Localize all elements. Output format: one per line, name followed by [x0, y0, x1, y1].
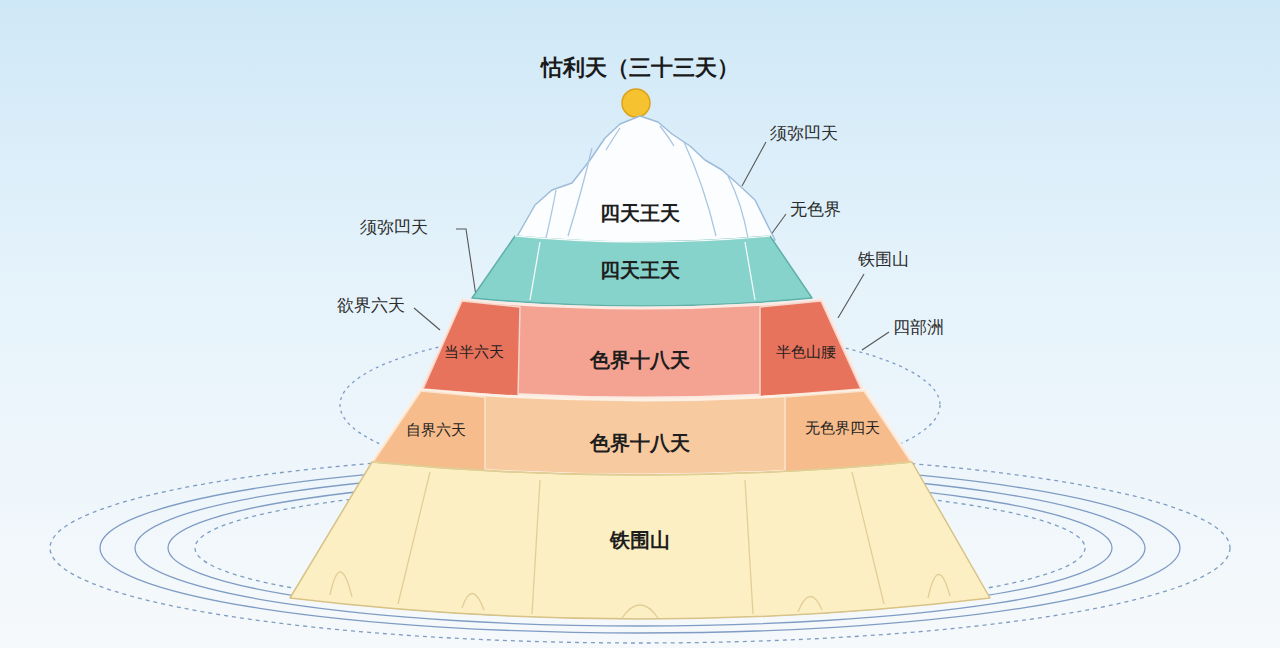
band-outline [508, 110, 782, 248]
band-shape [785, 391, 911, 474]
mountain-band: 色界十八天 当半六天 半色山腰 [418, 292, 866, 408]
leader-line [414, 308, 440, 330]
text-holder: 色界十八天 [590, 430, 690, 457]
relief-line [330, 572, 352, 597]
relief-line [660, 126, 674, 146]
relief-line [684, 142, 716, 236]
band-label: 当半六天 [444, 343, 504, 361]
callout-holder: 欲界六天 [337, 294, 405, 317]
text-holder: 半色山腰 [776, 342, 836, 362]
band-shape [760, 301, 861, 397]
band-shape [290, 462, 990, 619]
band-cell: 半色山腰 [756, 298, 864, 398]
relief-line [546, 190, 556, 238]
callout-label: 须弥凹天 [360, 217, 428, 237]
relief-line [852, 472, 884, 604]
band-shape [472, 236, 812, 306]
callout-label: 欲界六天 [337, 295, 405, 315]
leader-line [456, 229, 476, 296]
text-holder: 当半六天 [444, 342, 504, 362]
relief-line [928, 574, 950, 598]
band-label: 色界十八天 [590, 431, 690, 455]
relief-line [745, 242, 755, 300]
relief-line [568, 148, 592, 236]
callout-holder: 须弥凹天 [360, 216, 428, 239]
callout-label: 四部洲 [893, 317, 944, 337]
mountain-band: 四天王天 [468, 224, 818, 316]
relief-line [745, 480, 753, 614]
relief-line [515, 236, 770, 242]
callout-holder: 须弥凹天 [770, 122, 838, 145]
text-holder: 四天王天 [600, 257, 680, 284]
relief-line [798, 596, 822, 612]
leader-line [742, 142, 766, 186]
callout-holder: 无色界 [790, 198, 841, 221]
title-holder: 怙利天（三十三天） [541, 53, 739, 83]
callout-label: 无色界 [790, 199, 841, 219]
band-shape [373, 391, 485, 474]
band-label: 四天王天 [600, 201, 680, 225]
band-label: 无色界四天 [805, 419, 880, 437]
relief-line [606, 128, 620, 150]
leader-line [838, 274, 864, 318]
relief-line [622, 605, 658, 618]
text-holder: 色界十八天 [590, 347, 690, 374]
band-label: 自界六天 [406, 421, 466, 439]
band-label: 四天王天 [600, 258, 680, 282]
relief-line [532, 480, 540, 614]
text-holder: 自界六天 [406, 420, 466, 440]
band-label: 半色山腰 [776, 343, 836, 361]
band-shape [422, 300, 862, 398]
text-holder: 铁围山 [610, 527, 670, 554]
relief-line [372, 462, 912, 475]
continent-dashed-orbit [340, 327, 940, 483]
outer-dashed-orbit [50, 453, 1230, 643]
band-label: 色界十八天 [590, 348, 690, 372]
orbit-ring [100, 463, 1180, 633]
mountain-band: 铁围山 [286, 452, 994, 632]
callout-label: 须弥凹天 [770, 123, 838, 143]
leader-line [770, 214, 786, 236]
relief-line [530, 242, 540, 300]
band-shape [515, 116, 775, 246]
mountain-band: 四天王天 [508, 110, 782, 248]
text-holder: 无色界四天 [805, 418, 880, 438]
leader-line [862, 332, 889, 350]
relief-line [462, 593, 484, 610]
band-shape [423, 301, 520, 397]
band-shape [372, 390, 912, 475]
text-holder: 四天王天 [600, 200, 680, 227]
diagram-title: 怙利天（三十三天） [541, 55, 739, 80]
band-cell: 当半六天 [420, 298, 524, 398]
callout-holder: 四部洲 [893, 316, 944, 339]
relief-line [728, 176, 748, 238]
sun-disc [622, 89, 650, 117]
band-label: 铁围山 [610, 528, 670, 552]
callout-holder: 铁围山 [858, 248, 909, 271]
callout-label: 铁围山 [858, 249, 909, 269]
relief-line [398, 472, 430, 604]
